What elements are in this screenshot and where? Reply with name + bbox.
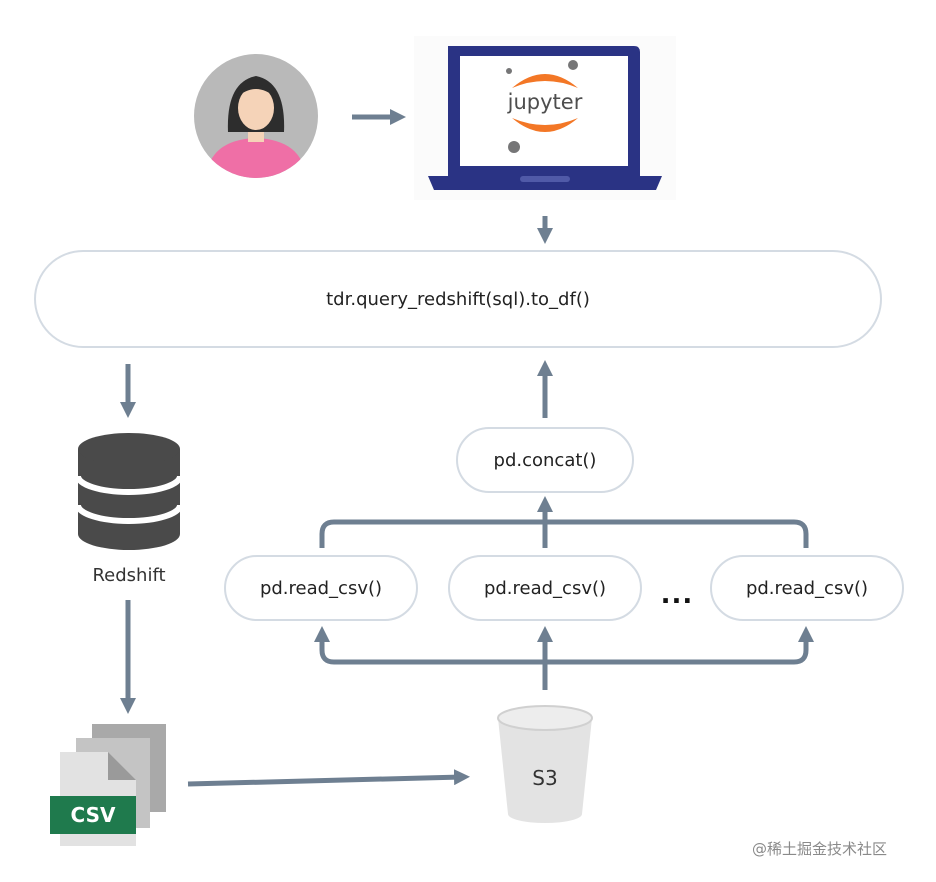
jupyter-orange-arc-bottom <box>512 118 578 132</box>
query-redshift-label: tdr.query_redshift(sql).to_df() <box>326 288 590 310</box>
jupyter-logo-text: jupyter <box>507 90 583 114</box>
ellipsis-label: ... <box>660 580 694 610</box>
read-csv-label: pd.read_csv() <box>745 577 869 599</box>
arrow-csv-to-s3 <box>187 769 470 787</box>
concat-node: pd.concat() <box>456 427 634 493</box>
s3-bucket-icon <box>497 705 593 823</box>
read-csv-label: pd.read_csv() <box>483 577 607 599</box>
concat-fanin-arrows <box>319 495 809 548</box>
user-avatar-icon <box>194 54 318 178</box>
jupyter-laptop-icon: jupyter <box>414 36 676 200</box>
s3-label: S3 <box>532 766 558 790</box>
csv-files-icon: CSV <box>50 724 166 846</box>
s3-fanout-arrows <box>313 625 815 690</box>
read-csv-node: pd.read_csv() <box>224 555 418 621</box>
read-csv-label: pd.read_csv() <box>259 577 383 599</box>
read-csv-node: pd.read_csv() <box>448 555 642 621</box>
redshift-database-icon <box>75 433 183 550</box>
concat-label: pd.concat() <box>493 449 597 471</box>
query-redshift-node: tdr.query_redshift(sql).to_df() <box>34 250 882 348</box>
read-csv-node: pd.read_csv() <box>710 555 904 621</box>
redshift-label: Redshift <box>92 565 166 586</box>
watermark-text: @稀土掘金技术社区 <box>752 840 888 858</box>
jupyter-orange-arc-top <box>512 74 578 88</box>
csv-badge-text: CSV <box>71 803 116 827</box>
